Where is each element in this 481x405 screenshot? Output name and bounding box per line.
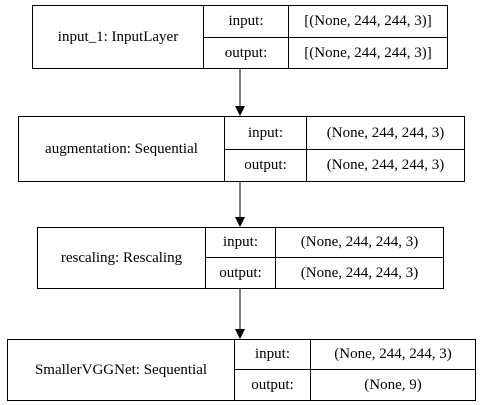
layer-node-rescaling: rescaling: Rescaling input: output: (Non… xyxy=(37,227,444,289)
layer-node-smallervggnet: SmallerVGGNet: Sequential input: output:… xyxy=(7,339,476,401)
output-label: output: xyxy=(224,44,268,61)
output-shape: (None, 244, 244, 3) xyxy=(300,264,419,281)
input-label: input: xyxy=(228,13,264,29)
output-label: output: xyxy=(251,376,294,393)
layer-name: input_1: InputLayer xyxy=(57,28,179,45)
input-shape: [(None, 244, 244, 3)] xyxy=(304,13,432,29)
layer-name: rescaling: Rescaling xyxy=(60,249,183,266)
input-label: input: xyxy=(254,346,290,362)
input-shape: (None, 244, 244, 3) xyxy=(326,124,445,141)
input-shape: (None, 244, 244, 3) xyxy=(300,234,419,250)
layer-name: SmallerVGGNet: Sequential xyxy=(34,361,208,378)
output-shape: (None, 9) xyxy=(364,376,422,393)
layer-node-augmentation: augmentation: Sequential input: output: … xyxy=(18,116,465,182)
layer-node-input-1: input_1: InputLayer input: output: [(Non… xyxy=(32,5,448,69)
input-shape: (None, 244, 244, 3) xyxy=(334,346,452,362)
layer-name: augmentation: Sequential xyxy=(45,140,198,157)
output-label: output: xyxy=(244,157,287,173)
input-label: input: xyxy=(247,124,283,141)
output-shape: (None, 244, 244, 3) xyxy=(326,157,445,173)
output-label: output: xyxy=(219,264,262,281)
input-label: input: xyxy=(222,234,258,250)
output-shape: [(None, 244, 244, 3)] xyxy=(304,44,432,61)
